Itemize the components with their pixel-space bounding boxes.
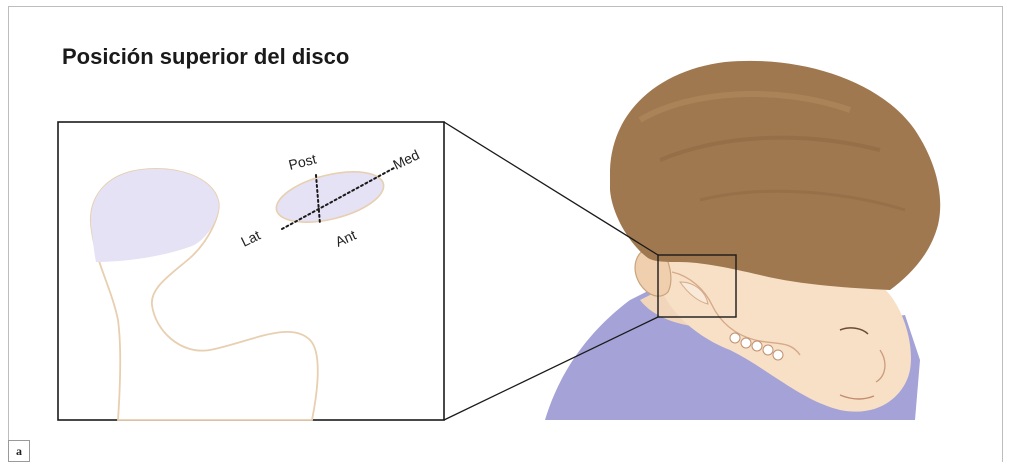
panel-label: a [8,440,30,462]
jaw-outline [671,271,801,356]
teeth-hint [729,332,784,361]
figure-title: Posición superior del disco [62,44,350,69]
connector-top [443,121,659,256]
disc-superior-view [275,171,385,223]
patient-hair [610,60,941,290]
label-lateral: Lat [238,227,263,250]
figure-frame [8,6,1003,462]
condyle-disc [90,168,219,262]
connector-bottom [443,316,659,421]
patient-face [654,249,911,412]
label-anterior: Ant [333,227,359,250]
label-posterior: Post [287,151,318,173]
magnify-source-box [657,254,737,318]
patient-illustration [545,60,941,420]
medial-lateral-axis [281,167,395,230]
anterior-posterior-axis [315,174,321,225]
